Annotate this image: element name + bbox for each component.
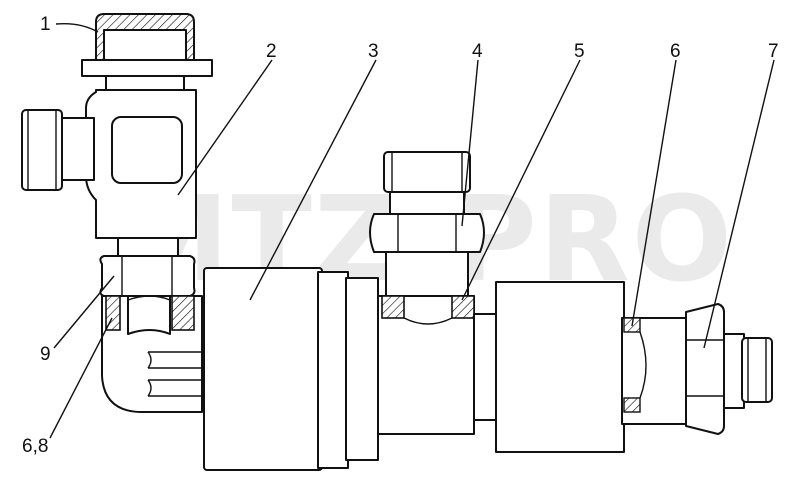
callout-9: 9 — [40, 344, 51, 365]
callout-6: 6 — [670, 41, 681, 62]
tee-fitting — [21, 75, 197, 239]
hex-nut-9 — [99, 237, 196, 297]
seal-ring-5 — [381, 295, 475, 325]
callout-2: 2 — [266, 41, 277, 62]
callout-1: 1 — [40, 14, 51, 35]
elbow-pipe — [101, 295, 206, 413]
callout-4: 4 — [472, 41, 483, 62]
callout-3: 3 — [368, 41, 379, 62]
protective-cap — [81, 13, 213, 77]
callout-7: 7 — [768, 41, 779, 62]
callout-5: 5 — [574, 41, 585, 62]
leader-lines — [49, 22, 775, 439]
top-fitting-4 — [369, 151, 485, 297]
union-body — [203, 267, 475, 471]
callout-6-8: 6,8 — [22, 436, 48, 457]
end-nut-7 — [685, 303, 773, 435]
